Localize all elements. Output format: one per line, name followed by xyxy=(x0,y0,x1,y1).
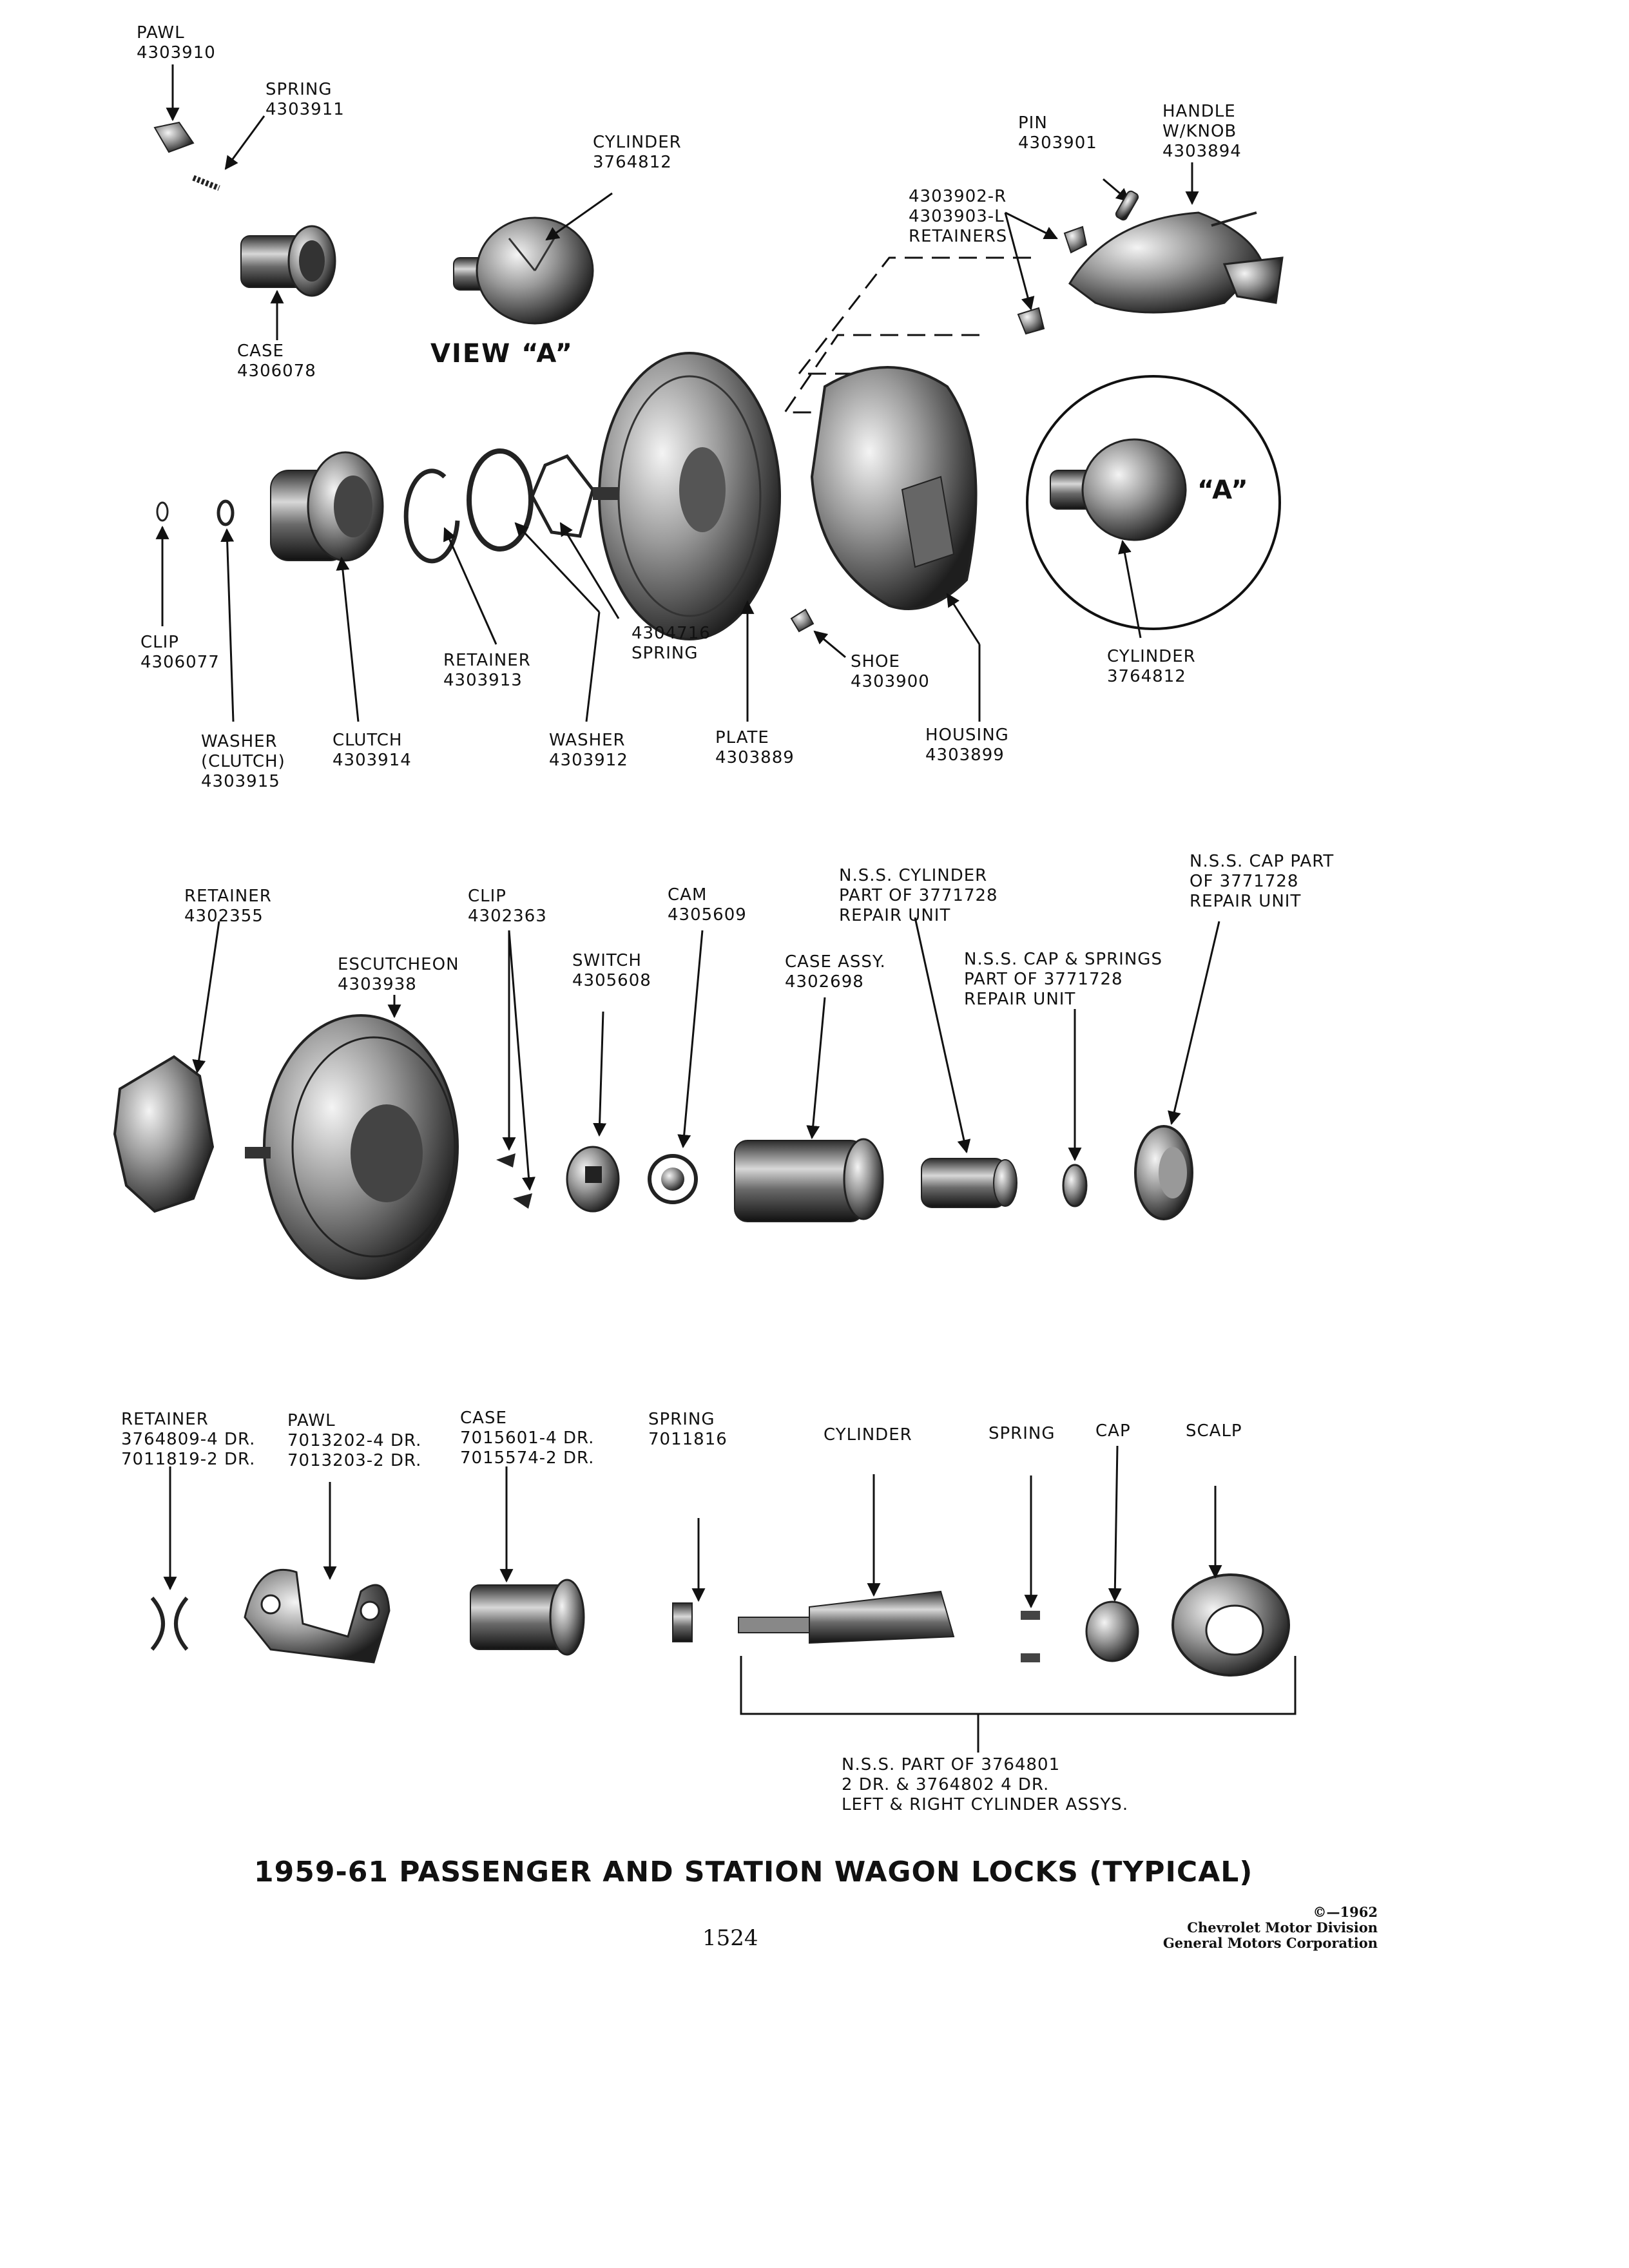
page-title: 1959-61 PASSENGER AND STATION WAGON LOCK… xyxy=(254,1856,1253,1888)
label-case-assy: CASE ASSY.4302698 xyxy=(785,952,886,992)
retainer-clip-lower xyxy=(1017,307,1045,335)
case-part-top xyxy=(240,225,336,297)
pawl-bottom-part xyxy=(244,1568,390,1664)
shoe-part xyxy=(790,608,815,633)
spring-bottom-part xyxy=(672,1602,693,1642)
retainer-guide-lines xyxy=(783,256,1031,414)
nss-cap-springs-part xyxy=(1062,1164,1088,1207)
retainer-gasket-part xyxy=(113,1055,215,1213)
cylinder-view-a-part xyxy=(453,216,594,325)
label-scalp-bottom: SCALP xyxy=(1186,1421,1242,1441)
scalp-bottom-part xyxy=(1171,1573,1290,1677)
plate-part xyxy=(593,352,781,640)
pawl-part-top xyxy=(153,121,195,153)
nss-cylinder-part xyxy=(921,1158,1017,1208)
view-a-label: VIEW “A” xyxy=(430,339,574,369)
cam-part xyxy=(648,1154,698,1204)
cylinder-bottom-part xyxy=(738,1590,955,1644)
case-assy-part xyxy=(734,1138,884,1222)
cap-bottom-part xyxy=(1085,1600,1139,1662)
housing-part xyxy=(810,366,978,610)
view-a-circle-detail xyxy=(1026,375,1281,630)
retainer-ring-mid xyxy=(403,468,460,564)
label-washer-clutch: WASHER(CLUTCH)4303915 xyxy=(201,732,285,791)
retainer-clip-upper xyxy=(1063,226,1088,254)
escutcheon-part xyxy=(245,1014,459,1280)
retainer-bottom-part xyxy=(150,1597,189,1651)
switch-part xyxy=(566,1146,620,1213)
washer-ring-mid xyxy=(467,448,534,552)
handle-knob-part xyxy=(1068,211,1284,314)
page-number: 1524 xyxy=(702,1925,758,1951)
spring-ring-mid xyxy=(530,454,595,538)
case-bottom-part xyxy=(470,1579,585,1656)
springs-bottom-part xyxy=(1021,1611,1040,1662)
clutch-part xyxy=(270,451,384,562)
label-spring-bottom-2: SPRING xyxy=(988,1424,1055,1443)
label-cylinder-bottom: CYLINDER xyxy=(824,1425,912,1445)
pin-part xyxy=(1115,190,1139,221)
label-cap-bottom: CAP xyxy=(1095,1421,1131,1441)
circle-a-label: “A” xyxy=(1197,476,1249,505)
spring-part-top xyxy=(192,175,220,191)
cylinder-assy-bracket xyxy=(740,1656,1296,1753)
clip-part-lower xyxy=(496,1153,532,1209)
washer-clutch-part xyxy=(217,499,235,526)
clip-part-mid xyxy=(156,501,169,522)
nss-cap-part xyxy=(1134,1125,1193,1220)
